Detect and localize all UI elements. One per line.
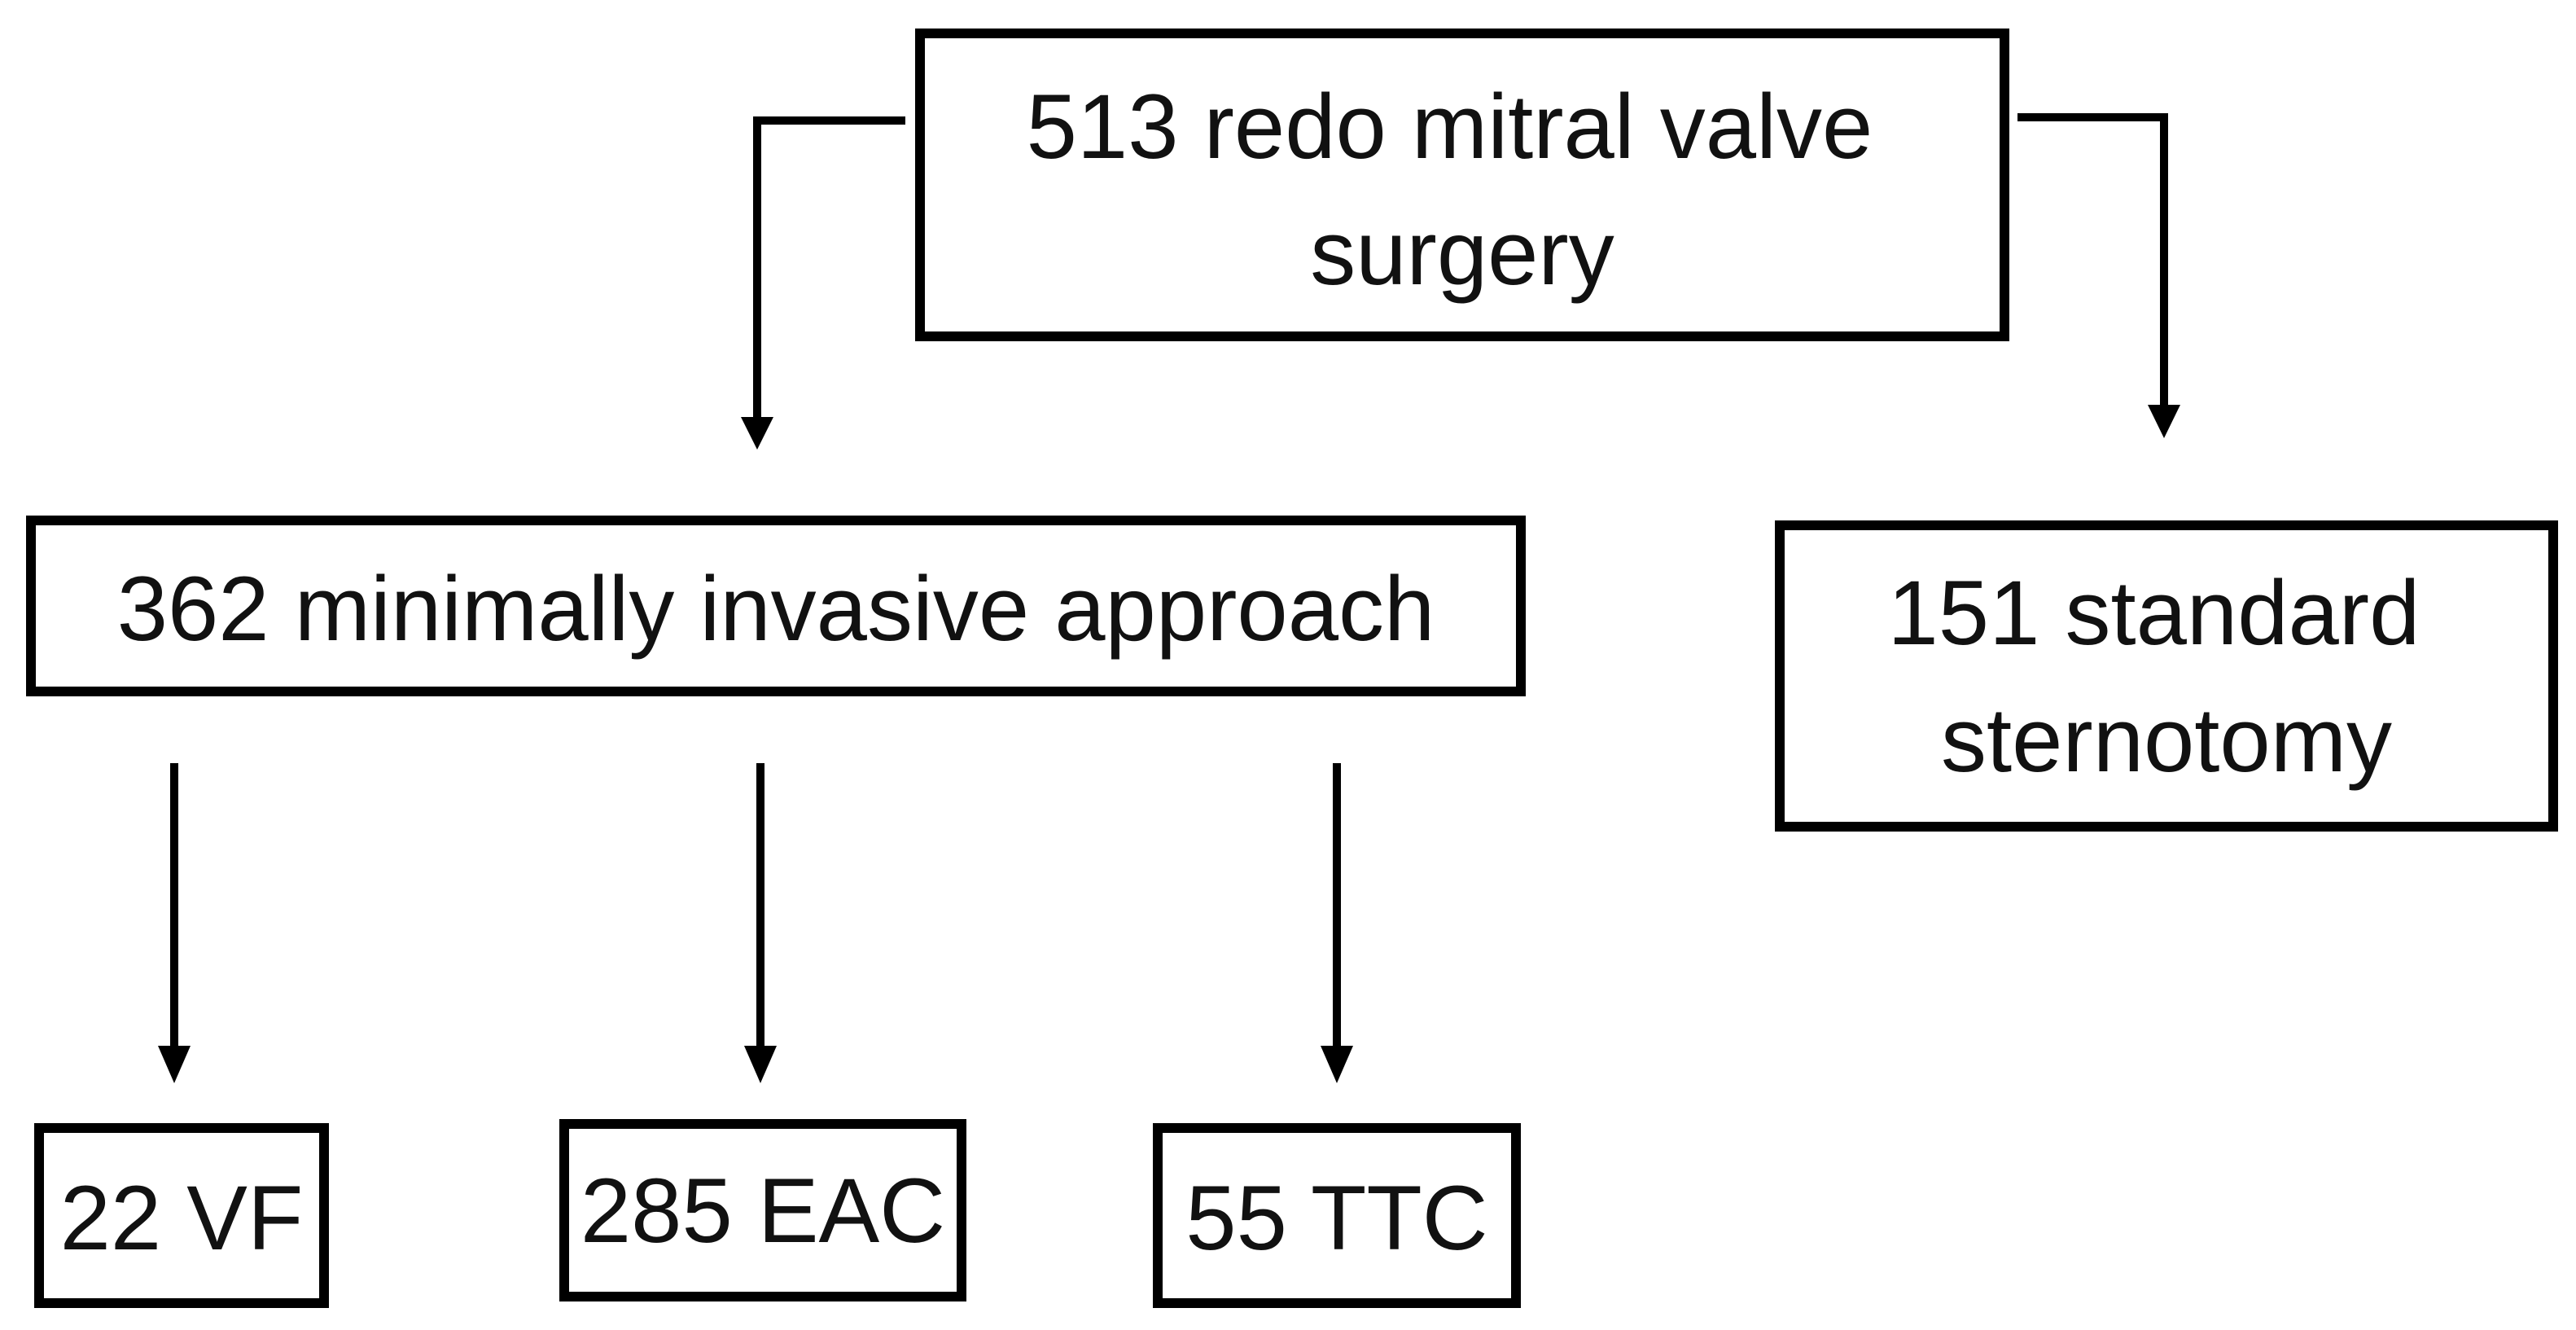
node-eac-box bbox=[559, 1119, 966, 1301]
arrowhead-eac bbox=[744, 1046, 777, 1083]
node-minimally-invasive-label: 362 minimally invasive approach bbox=[117, 558, 1435, 660]
arrowhead-sternotomy bbox=[2148, 405, 2180, 438]
node-sternotomy-box bbox=[1775, 520, 2558, 832]
connector-root-to-minimally-invasive bbox=[753, 116, 905, 424]
node-vf: 22 VF bbox=[34, 1123, 329, 1308]
node-minimally-invasive-box bbox=[26, 516, 1526, 696]
connectors bbox=[158, 113, 2180, 1083]
node-root-line-1: 513 redo mitral valve bbox=[1027, 76, 1873, 178]
node-sternotomy: 151 standard sternotomy bbox=[1775, 520, 2558, 832]
arrowhead-ttc bbox=[1321, 1046, 1353, 1083]
node-ttc: 55 TTC bbox=[1153, 1123, 1521, 1308]
node-vf-line-1: 22 VF bbox=[60, 1167, 304, 1269]
node-ttc-label: 55 TTC bbox=[1185, 1167, 1487, 1269]
node-minimally-invasive-line-1: 362 minimally invasive approach bbox=[117, 558, 1435, 660]
arrowhead-vf bbox=[158, 1046, 191, 1083]
node-root-label: 513 redo mitral valve surgery bbox=[1027, 76, 1899, 304]
connector-root-to-sternotomy bbox=[2017, 113, 2168, 411]
node-vf-label: 22 VF bbox=[60, 1167, 304, 1269]
node-sternotomy-line-2: sternotomy bbox=[1941, 689, 2392, 791]
node-root-line-2: surgery bbox=[1310, 202, 1614, 304]
node-vf-box bbox=[34, 1123, 329, 1308]
node-sternotomy-line-1: 151 standard bbox=[1888, 562, 2420, 664]
node-eac-label: 285 EAC bbox=[580, 1160, 945, 1262]
node-ttc-line-1: 55 TTC bbox=[1185, 1167, 1487, 1269]
node-root: 513 redo mitral valve surgery bbox=[915, 29, 2009, 341]
node-minimally-invasive: 362 minimally invasive approach bbox=[26, 516, 1526, 696]
node-eac: 285 EAC bbox=[559, 1119, 966, 1301]
arrowhead-minimally-invasive bbox=[741, 417, 773, 450]
node-eac-line-1: 285 EAC bbox=[580, 1160, 945, 1262]
node-ttc-box bbox=[1153, 1123, 1521, 1308]
node-root-box bbox=[915, 29, 2009, 341]
node-sternotomy-label: 151 standard sternotomy bbox=[1888, 562, 2446, 791]
